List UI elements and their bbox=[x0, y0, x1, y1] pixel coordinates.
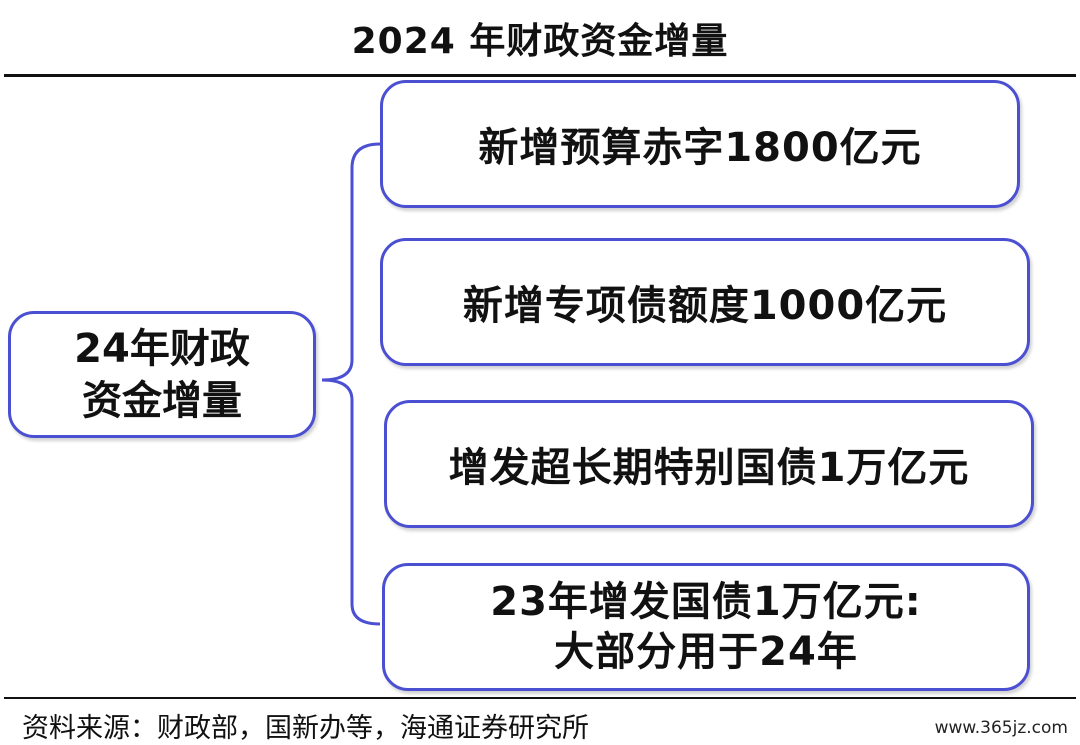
root-node: 24年财政 资金增量 bbox=[8, 311, 316, 438]
root-line-1: 24年财政 bbox=[74, 325, 250, 372]
diagram-title: 2024 年财政资金增量 bbox=[351, 21, 729, 62]
root-line-2: 资金增量 bbox=[82, 377, 242, 424]
bottom-rule bbox=[4, 697, 1076, 699]
leaf-text: 增发超长期特别国债1万亿元 bbox=[448, 445, 970, 491]
leaf-node-2023-bonds: 23年增发国债1万亿元: 大部分用于24年 bbox=[382, 563, 1030, 691]
leaf-text-line-2: 大部分用于24年 bbox=[554, 629, 858, 675]
leaf-node-deficit: 新增预算赤字1800亿元 bbox=[380, 80, 1020, 208]
leaf-text: 新增专项债额度1000亿元 bbox=[462, 283, 948, 329]
leaf-text-line-1: 23年增发国债1万亿元: bbox=[490, 579, 922, 625]
watermark: www.365jz.com bbox=[934, 718, 1068, 738]
bracket-path bbox=[321, 142, 381, 626]
leaf-node-special-bonds: 新增专项债额度1000亿元 bbox=[380, 238, 1030, 366]
leaf-node-ultra-long-bonds: 增发超长期特别国债1万亿元 bbox=[384, 400, 1034, 528]
top-rule bbox=[4, 74, 1076, 77]
source-note: 资料来源：财政部，国新办等，海通证券研究所 bbox=[22, 713, 589, 744]
leaf-text: 新增预算赤字1800亿元 bbox=[478, 125, 922, 171]
